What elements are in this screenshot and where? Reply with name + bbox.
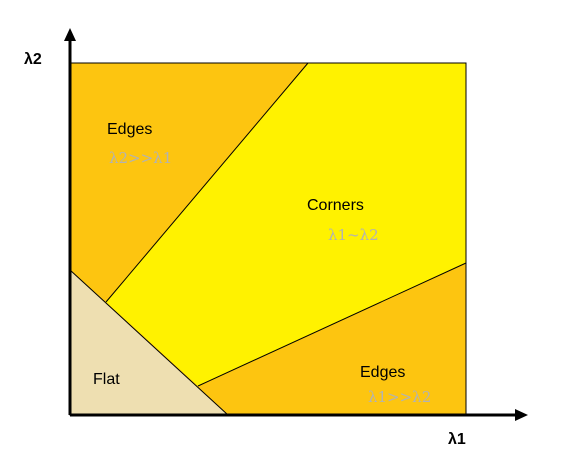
y-axis-arrowhead bbox=[64, 28, 76, 41]
corners-subtitle: λ1~λ2 bbox=[328, 226, 379, 244]
x-axis-label: λ1 bbox=[448, 431, 466, 448]
edges-bottom-title: Edges bbox=[360, 364, 405, 381]
divider-edges-corners-top bbox=[105, 62, 309, 303]
x-axis-arrowhead bbox=[515, 409, 528, 421]
corners-title: Corners bbox=[307, 197, 364, 214]
edges-top-title: Edges bbox=[107, 121, 152, 138]
edges-region-bottom bbox=[198, 263, 466, 415]
divider-corners-edges-bottom bbox=[197, 262, 467, 387]
edges-top-subtitle: λ2>>λ1 bbox=[109, 149, 172, 167]
divider-flat bbox=[69, 269, 229, 416]
y-axis-label: λ2 bbox=[24, 51, 42, 68]
corners-region bbox=[106, 63, 466, 386]
flat-title: Flat bbox=[93, 371, 120, 388]
edges-bottom-subtitle: λ1>>λ2 bbox=[368, 388, 431, 406]
